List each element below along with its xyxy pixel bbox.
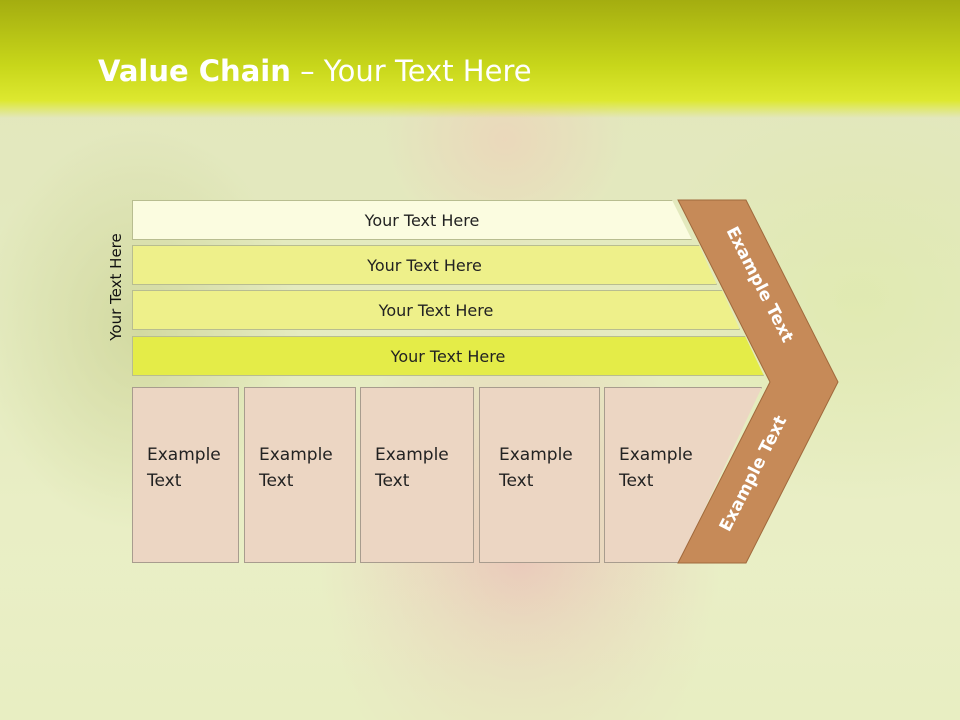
- title-bar: Value Chain – Your Text Here: [0, 0, 960, 118]
- support-bar-1-label: Your Text Here: [364, 210, 480, 230]
- activity-box-1: Example Text: [132, 387, 239, 563]
- slide-title-rest: – Your Text Here: [290, 54, 532, 88]
- activity-box-4-line1: Example: [499, 445, 573, 465]
- activity-box-3: Example Text: [360, 387, 474, 563]
- activity-box-3-line2: Text: [375, 471, 410, 491]
- activity-box-4: Example Text: [479, 387, 600, 563]
- margin-chevron-shape: [677, 199, 839, 564]
- activity-box-2-line2: Text: [259, 471, 294, 491]
- support-bar-4: Your Text Here: [132, 336, 764, 376]
- activity-box-1-line2: Text: [147, 471, 182, 491]
- activity-box-3-line1: Example: [375, 445, 449, 465]
- support-bar-1: Your Text Here: [132, 200, 692, 240]
- slide-title: Value Chain – Your Text Here: [98, 54, 532, 88]
- support-bar-2-label: Your Text Here: [367, 255, 482, 275]
- activity-box-5-line1: Example: [619, 445, 693, 465]
- activity-box-5-line2: Text: [619, 471, 654, 491]
- support-bar-3: Your Text Here: [132, 290, 740, 330]
- activity-box-2: Example Text: [244, 387, 356, 563]
- support-bar-3-label: Your Text Here: [378, 300, 494, 320]
- reflection-fade: [0, 563, 960, 720]
- activity-box-4-line2: Text: [499, 471, 534, 491]
- support-bar-2: Your Text Here: [132, 245, 717, 285]
- support-bar-4-label: Your Text Here: [390, 346, 506, 366]
- activity-box-1-line1: Example: [147, 445, 221, 465]
- slide-title-bold: Value Chain: [98, 54, 291, 88]
- activity-box-2-line1: Example: [259, 445, 333, 465]
